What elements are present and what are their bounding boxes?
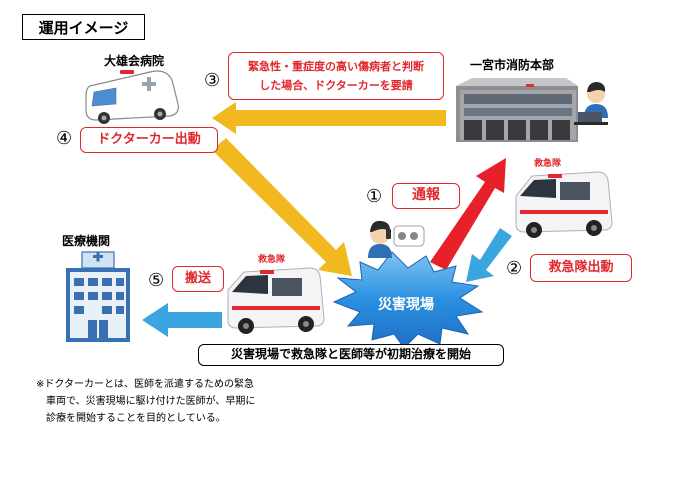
caller-icon bbox=[368, 220, 425, 258]
footnote: ※ドクターカーとは、医師を派遣するための緊急 車両で、災害現場に駆け付けた医師が… bbox=[36, 376, 255, 427]
blue-arrow-transport bbox=[142, 303, 222, 337]
disaster-burst bbox=[332, 251, 484, 349]
step-1-box: 通報 bbox=[392, 183, 460, 209]
hospital-label: 大雄会病院 bbox=[104, 54, 165, 68]
step-3-number: ③ bbox=[204, 70, 221, 91]
footnote-line-1: ※ドクターカーとは、医師を派遣するための緊急 bbox=[36, 379, 254, 390]
step-3-line-1: 緊急性・重症度の高い傷病者と判断 bbox=[248, 60, 424, 73]
step-1-number: ① bbox=[366, 186, 383, 207]
step-3-line-2: した場合、ドクターカーを要請 bbox=[259, 79, 413, 92]
ambulance-team-label-center: 救急隊 bbox=[258, 255, 286, 265]
footnote-line-2: 車両で、災害現場に駆け付けた医師が、早期に bbox=[46, 396, 256, 407]
fire-hq-label: 一宮市消防本部 bbox=[470, 58, 555, 72]
initial-treatment-caption: 災害現場で救急隊と医師等が初期治療を開始 bbox=[198, 344, 504, 366]
medical-institution-label: 医療機関 bbox=[62, 234, 111, 248]
disaster-site-label: 災害現場 bbox=[378, 297, 434, 313]
step-2-number: ② bbox=[506, 258, 523, 279]
ambulance-right-image bbox=[515, 171, 613, 238]
step-2-box: 救急隊出動 bbox=[530, 254, 632, 282]
footnote-line-3: 診療を開始することを目的としている。 bbox=[46, 413, 226, 424]
ambulance-center-image bbox=[227, 267, 325, 334]
step-5-number: ⑤ bbox=[148, 270, 165, 291]
step-4-number: ④ bbox=[56, 128, 73, 149]
blue-arrow-ambulance-dispatch bbox=[466, 228, 512, 282]
yellow-arrow-request bbox=[212, 102, 446, 134]
red-arrow-report bbox=[430, 158, 506, 270]
medical-building-icon bbox=[66, 251, 130, 342]
step-5-box: 搬送 bbox=[172, 266, 224, 292]
fire-hq-building-image bbox=[456, 78, 578, 142]
step-3-box: 緊急性・重症度の高い傷病者と判断 した場合、ドクターカーを要請 bbox=[228, 52, 444, 100]
page-title: 運用イメージ bbox=[22, 14, 145, 40]
doctor-car-icon bbox=[85, 70, 179, 124]
yellow-arrow-dispatch bbox=[212, 138, 352, 276]
operator-icon bbox=[574, 82, 608, 125]
step-4-box: ドクターカー出動 bbox=[80, 127, 218, 153]
ambulance-team-label-right: 救急隊 bbox=[534, 159, 562, 169]
